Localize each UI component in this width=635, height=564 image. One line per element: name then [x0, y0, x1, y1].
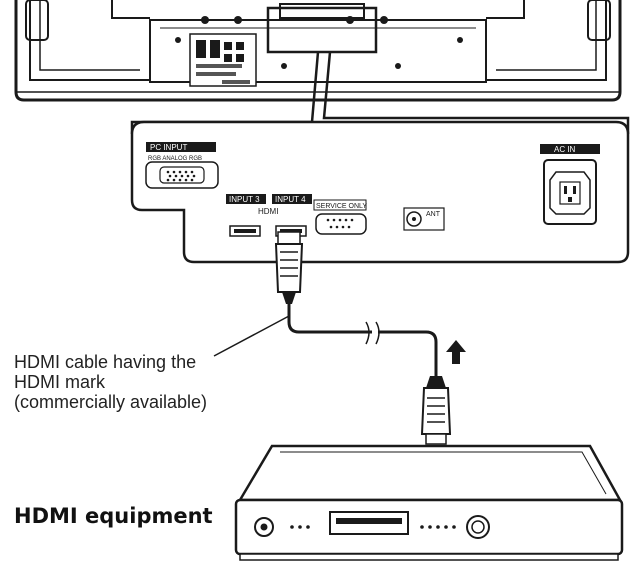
tv-screws: [175, 16, 463, 69]
caption-line-1: HDMI cable having the: [14, 352, 197, 372]
equipment-label: HDMI equipment: [14, 504, 213, 528]
tv-terminal-block: [189, 33, 257, 87]
ant-label: ANT: [426, 211, 441, 218]
ac-in-label: AC IN: [554, 145, 576, 154]
input3-label: INPUT 3: [229, 195, 260, 204]
tv-rear: [14, 0, 622, 102]
pc-input-label: PC INPUT: [150, 143, 187, 152]
hdmi-plug-top: [274, 231, 304, 304]
hdmi-cable: [274, 231, 466, 445]
up-arrow-icon: [446, 340, 466, 364]
caption-leader-line: [213, 315, 290, 357]
service-only-label: SERVICE ONLY: [316, 203, 367, 210]
service-port: [315, 213, 367, 235]
hdmi-group-label: HDMI: [258, 207, 278, 216]
caption-line-3: (commercially available): [14, 392, 208, 412]
input4-label: INPUT 4: [275, 195, 306, 204]
hdmi-plug-bottom: [420, 376, 452, 445]
caption-line-2: HDMI mark: [14, 372, 105, 392]
hdmi-equipment-device: [234, 444, 624, 561]
vga-pins: [166, 170, 196, 182]
cable-caption: HDMI cable having the HDMI mark (commerc…: [14, 352, 264, 412]
pc-analog-label: RGB ANALOG RGB: [148, 156, 202, 162]
connector-panel: PC INPUT RGB ANALOG RGB INPUT 3 INPUT 4 …: [130, 120, 630, 264]
